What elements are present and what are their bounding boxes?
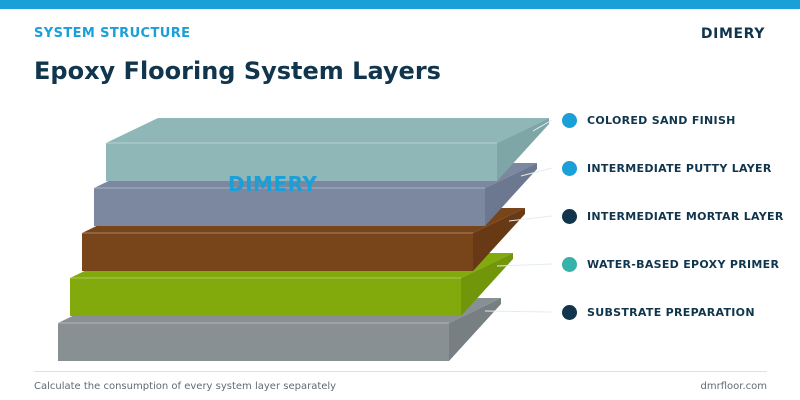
footer-website: dmrfloor.com	[700, 381, 767, 392]
legend-label: SUBSTRATE PREPARATION	[587, 305, 755, 319]
legend-label: WATER-BASED EPOXY PRIMER	[587, 257, 780, 271]
legend-label: COLORED SAND FINISH	[587, 113, 736, 127]
legend-item: WATER-BASED EPOXY PRIMER	[562, 254, 779, 274]
top-accent-bar	[0, 0, 800, 9]
brand-watermark: DIMERY	[228, 172, 317, 196]
legend-dot	[562, 256, 577, 272]
legend-label: INTERMEDIATE PUTTY LAYER	[587, 161, 772, 175]
layer-front-face	[106, 143, 497, 181]
legend-dot	[562, 208, 577, 224]
legend-dot	[562, 160, 577, 176]
legend-item: INTERMEDIATE PUTTY LAYER	[562, 158, 772, 178]
leader-line	[520, 167, 553, 177]
layer-side-face	[485, 163, 537, 226]
layer-front-face	[82, 233, 473, 271]
page-title: Epoxy Flooring System Layers	[34, 57, 441, 85]
legend-item: SUBSTRATE PREPARATION	[562, 302, 755, 322]
legend-dot	[562, 112, 577, 128]
leader-line	[532, 119, 553, 132]
layer-slab	[106, 118, 549, 181]
footer-note: Calculate the consumption of every syste…	[34, 381, 337, 392]
legend-item: COLORED SAND FINISH	[562, 110, 736, 130]
layer-front-face	[58, 323, 449, 361]
brand-logo: DIMERY	[700, 26, 765, 42]
leader-line	[496, 263, 553, 267]
legend-dot	[562, 304, 577, 320]
layer-side-face	[449, 298, 501, 361]
leader-line	[508, 215, 553, 222]
layer-slab	[58, 298, 501, 361]
layer-stack-diagram: DIMERY	[58, 118, 553, 361]
layer-top-face	[106, 118, 549, 143]
footer-divider	[34, 371, 767, 372]
leader-line	[484, 310, 553, 313]
layer-side-face	[461, 253, 513, 316]
legend-label: INTERMEDIATE MORTAR LAYER	[587, 209, 784, 223]
layer-front-face	[94, 188, 485, 226]
layer-side-face	[497, 118, 549, 181]
legend-item: INTERMEDIATE MORTAR LAYER	[562, 206, 784, 226]
layer-side-face	[473, 208, 525, 271]
layer-front-face	[70, 278, 461, 316]
section-eyebrow: SYSTEM STRUCTURE	[34, 26, 191, 41]
